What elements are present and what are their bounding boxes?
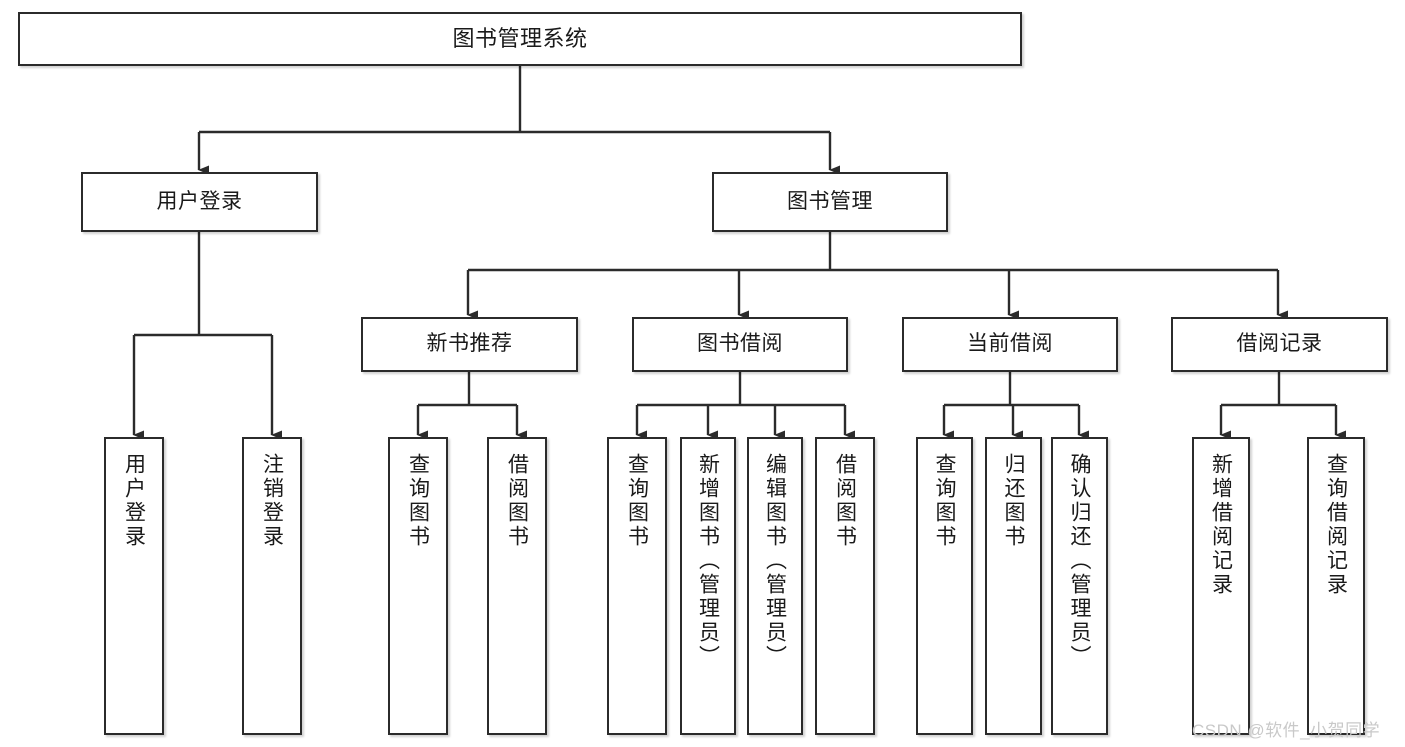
csdn-watermark: CSDN @软件_小贺同学 <box>1192 721 1381 740</box>
node-label: 当前借阅 <box>967 332 1053 356</box>
node-label: 图书管理系统 <box>452 26 588 52</box>
leaf-query-book-recommend[interactable]: 查询图书 <box>388 437 448 735</box>
node-book-management-system[interactable]: 图书管理系统 <box>18 12 1022 66</box>
leaf-query-book-borrow[interactable]: 查询图书 <box>607 437 667 735</box>
leaf-return-book[interactable]: 归还图书 <box>985 437 1042 735</box>
leaf-logout[interactable]: 注销登录 <box>242 437 302 735</box>
node-label: 归还图书 <box>1002 453 1025 549</box>
leaf-borrow-book-recommend[interactable]: 借阅图书 <box>487 437 547 735</box>
leaf-edit-book[interactable]: 编辑图书（管理员） <box>747 437 803 735</box>
node-label: 图书管理 <box>787 189 873 213</box>
leaf-query-borrow-record[interactable]: 查询借阅记录 <box>1307 437 1365 735</box>
node-label: 新增借阅记录 <box>1209 453 1233 597</box>
node-label: 借阅图书 <box>833 453 857 549</box>
node-new-book-recommend[interactable]: 新书推荐 <box>361 317 578 372</box>
node-label: 借阅记录 <box>1236 332 1323 356</box>
node-label: 借阅图书 <box>505 453 529 549</box>
node-label: 图书借阅 <box>697 332 783 356</box>
node-book-management[interactable]: 图书管理 <box>712 172 948 232</box>
node-label: 查询借阅记录 <box>1324 453 1348 597</box>
node-label: 注销登录 <box>260 453 284 549</box>
leaf-confirm-return[interactable]: 确认归还（管理员） <box>1051 437 1108 735</box>
node-user-login[interactable]: 用户登录 <box>81 172 318 232</box>
leaf-query-book-current[interactable]: 查询图书 <box>916 437 973 735</box>
node-label: 新增图书（管理员） <box>696 453 720 669</box>
node-book-borrow[interactable]: 图书借阅 <box>632 317 848 372</box>
leaf-add-borrow-record[interactable]: 新增借阅记录 <box>1192 437 1250 735</box>
node-label: 查询图书 <box>406 453 430 549</box>
node-label: 新书推荐 <box>426 332 513 356</box>
node-borrow-record[interactable]: 借阅记录 <box>1171 317 1388 372</box>
node-label: 编辑图书（管理员） <box>763 453 787 669</box>
node-current-borrow[interactable]: 当前借阅 <box>902 317 1118 372</box>
leaf-add-book[interactable]: 新增图书（管理员） <box>680 437 736 735</box>
node-label: 用户登录 <box>122 453 146 549</box>
leaf-user-login[interactable]: 用户登录 <box>104 437 164 735</box>
node-label: 查询图书 <box>933 453 956 549</box>
leaf-borrow-book[interactable]: 借阅图书 <box>815 437 875 735</box>
node-label: 用户登录 <box>156 189 243 213</box>
node-label: 确认归还（管理员） <box>1068 453 1091 669</box>
node-label: 查询图书 <box>625 453 649 549</box>
